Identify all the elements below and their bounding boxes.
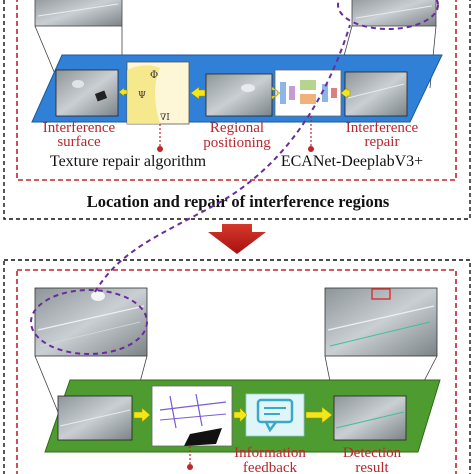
information-feedback-icon xyxy=(245,393,305,437)
top-outer-frame xyxy=(3,0,471,220)
bottom-outer-frame xyxy=(3,259,471,474)
label-information-feedback-line1: Information xyxy=(234,445,306,461)
label-interference-surface-line2: surface xyxy=(57,134,101,150)
label-detection-result-line2: result xyxy=(355,460,389,474)
process-down-arrow xyxy=(208,224,266,254)
section-title: Location and repair of interference regi… xyxy=(87,192,390,211)
bottom-right-detection-image xyxy=(324,287,438,357)
plane-image-interference-surface xyxy=(55,69,119,117)
plane-image-input-surface xyxy=(57,395,133,441)
top-purple-highlight xyxy=(337,0,439,30)
svg-text:Ψ: Ψ xyxy=(138,91,146,101)
label-regional-positioning-line1: Regional xyxy=(210,120,264,136)
plane-image-interference-repair xyxy=(344,71,408,117)
bottom-red-frame xyxy=(16,269,457,474)
label-regional-positioning-line2: positioning xyxy=(203,135,271,151)
method-texture-repair-algorithm: Texture repair algorithm xyxy=(50,153,207,170)
label-interference-repair-line2: repair xyxy=(365,134,400,150)
bottom-pointer xyxy=(187,446,193,470)
label-interference-surface-line1: Interference xyxy=(43,120,116,136)
method-ecanet-deeplabv3: ECANet-DeeplabV3+ xyxy=(281,153,423,170)
bottom-flow-arrows xyxy=(133,406,333,424)
label-interference-repair-line1: Interference xyxy=(346,120,419,136)
top-right-surface-image xyxy=(351,0,437,27)
top-flow-arrows xyxy=(118,86,351,100)
purple-connection-curve xyxy=(94,24,351,293)
top-red-frame xyxy=(16,0,457,181)
ecanet-network-image xyxy=(274,69,342,117)
bottom-purple-highlight xyxy=(30,289,148,355)
texture-repair-formula-image: Φ Ψ ∇I xyxy=(126,61,190,125)
svg-text:Φ: Φ xyxy=(150,70,158,81)
svg-text:∇I: ∇I xyxy=(160,113,170,123)
plane-image-regional-positioning xyxy=(205,73,273,117)
top-left-surface-image xyxy=(34,0,123,27)
label-information-feedback-line2: feedback xyxy=(243,460,298,474)
top-pointers xyxy=(157,116,314,152)
plane-image-detection-result xyxy=(333,395,407,441)
detection-network-image xyxy=(151,385,233,447)
label-detection-result-line1: Detection xyxy=(343,445,402,461)
